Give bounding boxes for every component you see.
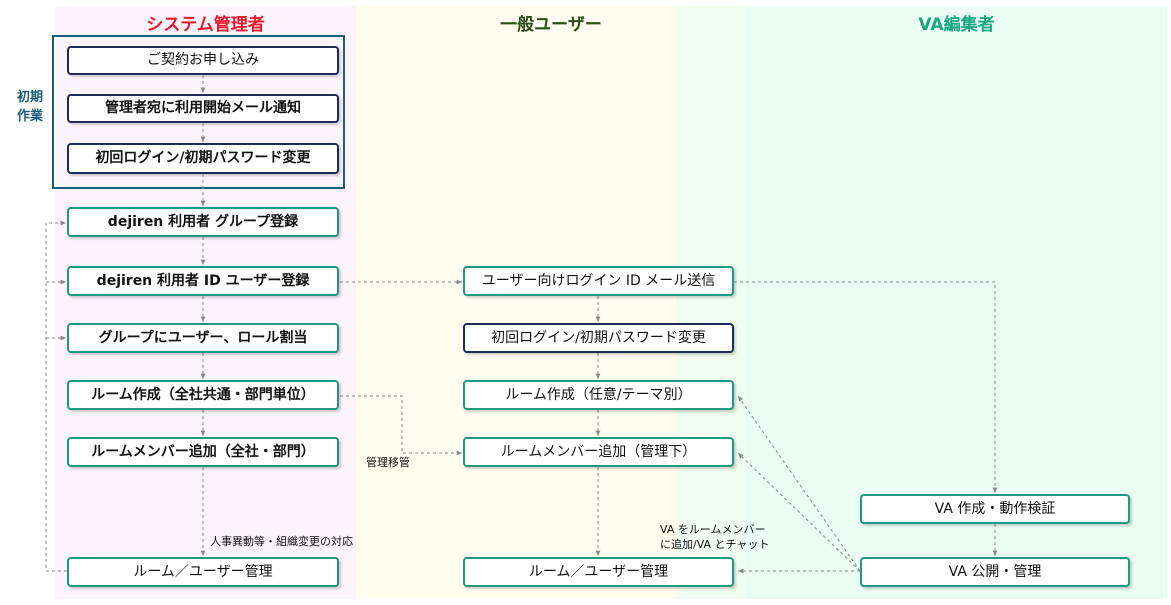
edge-login-mail-to-va-create <box>734 281 998 493</box>
node-user-registration: dejiren 利用者 ID ユーザー登録 <box>67 266 339 296</box>
node-user-member-add: ルームメンバー追加（管理下） <box>463 437 734 467</box>
node-va-publish: VA 公開・管理 <box>860 557 1130 587</box>
edge-va-to-user-member <box>737 452 861 572</box>
node-start-mail: 管理者宛に利用開始メール通知 <box>67 94 339 123</box>
initial-work-label: 初期作業 <box>16 90 43 124</box>
note-va-chat-line2: に追加/VA とチャット <box>660 538 770 551</box>
lane-general-user-extension <box>676 6 746 599</box>
edge-room-transfer <box>340 395 462 456</box>
node-va-create: VA 作成・動作検証 <box>860 494 1130 524</box>
node-user-first-login: 初回ログイン/初期パスワード変更 <box>463 323 734 353</box>
node-login-id-mail: ユーザー向けログイン ID メール送信 <box>463 266 734 296</box>
note-hr-change: 人事異動等・組織変更の対応 <box>210 535 353 548</box>
node-user-manage: ルーム／ユーザー管理 <box>463 557 734 587</box>
lane-title-general-user: 一般ユーザー <box>500 15 602 35</box>
node-admin-first-login: 初回ログイン/初期パスワード変更 <box>67 143 339 174</box>
node-admin-room-create: ルーム作成（全社共通・部門単位） <box>67 380 339 410</box>
initial-work-frame <box>52 35 345 189</box>
note-va-chat-line1: VA をルームメンバー <box>660 523 766 536</box>
node-admin-manage: ルーム／ユーザー管理 <box>67 557 339 587</box>
node-contract: ご契約お申し込み <box>67 46 339 75</box>
node-admin-member-add: ルームメンバー追加（全社・部門） <box>67 437 339 467</box>
node-role-assignment: グループにユーザー、ロール割当 <box>67 323 339 353</box>
edge-loop-to-group <box>45 220 67 572</box>
lane-title-va-editor: VA編集者 <box>918 15 995 35</box>
note-management-transfer: 管理移管 <box>366 456 410 469</box>
node-user-room-create: ルーム作成（任意/テーマ別） <box>463 380 734 410</box>
node-group-registration: dejiren 利用者 グループ登録 <box>67 207 339 237</box>
lane-general-user <box>356 6 676 599</box>
lane-title-system-admin: システム管理者 <box>146 15 265 35</box>
